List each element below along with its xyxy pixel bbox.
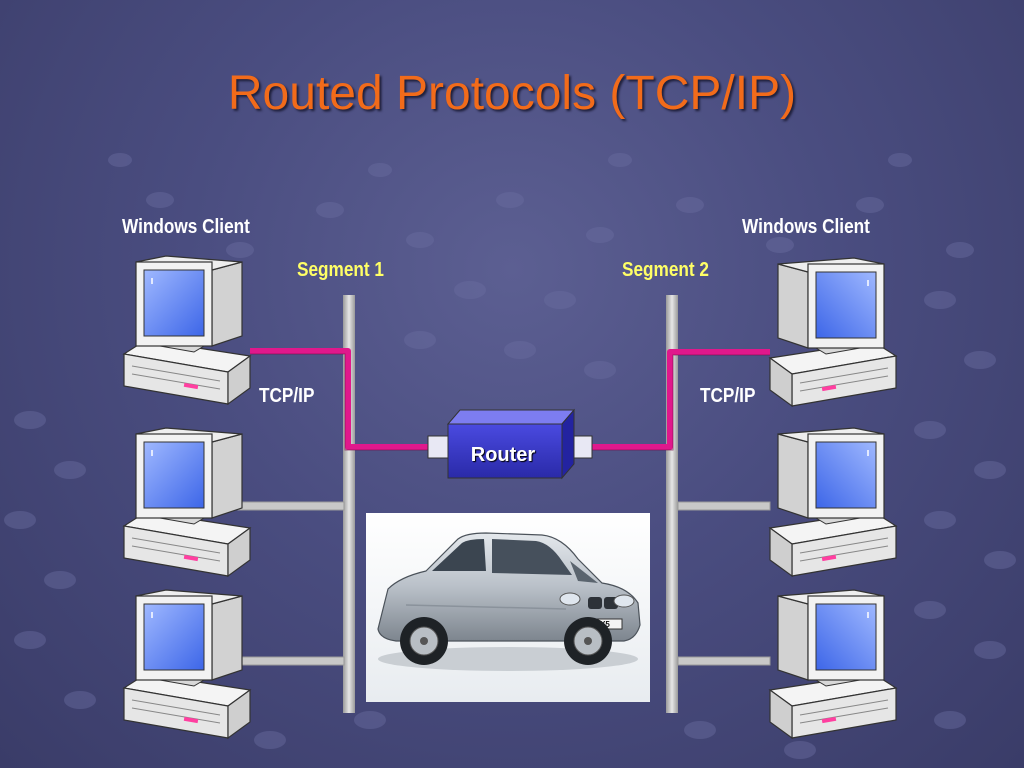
left-client-label: Windows Client	[122, 216, 250, 238]
suv-car-photo: X5	[366, 513, 650, 702]
right-protocol-label: TCP/IP	[700, 385, 756, 407]
segment-2-label: Segment 2	[622, 259, 709, 281]
slide-title: Routed Protocols (TCP/IP)	[227, 67, 797, 120]
computer-icon-right-3	[769, 589, 897, 739]
router-icon: Router	[427, 408, 593, 480]
segment-1-label: Segment 1	[297, 259, 384, 281]
active-path	[250, 348, 770, 450]
computer-icon-right-2	[769, 427, 897, 577]
right-client-label: Windows Client	[742, 216, 870, 238]
computer-icon-left-1	[123, 255, 251, 405]
computer-icon-right-1	[769, 257, 897, 407]
computer-icon-left-3	[123, 589, 251, 739]
left-protocol-label: TCP/IP	[259, 385, 315, 407]
computer-icon-left-2	[123, 427, 251, 577]
router-label: Router	[471, 444, 536, 466]
